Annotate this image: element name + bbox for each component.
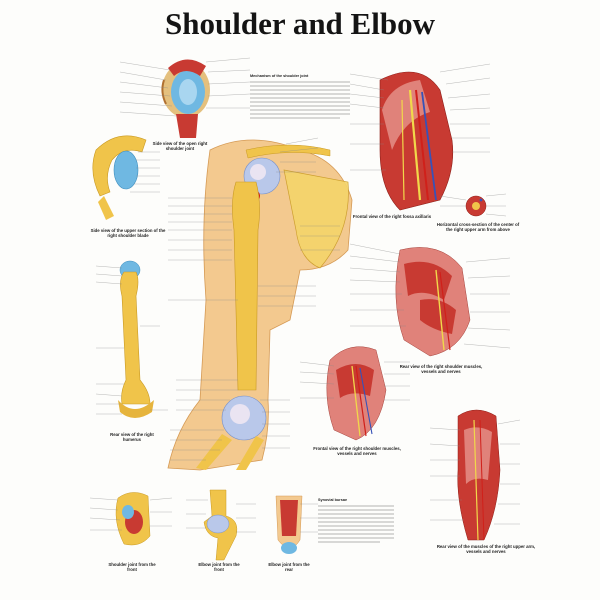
caption-frontal-shoulder-muscles: Frontal view of the right shoulder muscl… bbox=[313, 446, 401, 456]
cross-section-figure bbox=[439, 193, 507, 217]
main-arm-figure bbox=[167, 137, 353, 471]
caption-rear-humerus: Rear view of the right humerus bbox=[110, 432, 154, 442]
open-shoulder-joint-figure bbox=[119, 57, 251, 138]
scapula-side-figure bbox=[92, 135, 160, 220]
caption-side-view-upper-section: Side view of the upper section of the ri… bbox=[90, 228, 166, 238]
caption-elbow-joint-rear: Elbow joint from the rear bbox=[268, 562, 310, 572]
caption-rear-shoulder-muscles: Rear view of the right shoulder muscles,… bbox=[399, 364, 483, 374]
shoulder-joint-front-figure bbox=[89, 492, 173, 546]
caption-horizontal-cross-section: Horizontal cross-section of the center o… bbox=[436, 222, 520, 232]
synovial-text: Synovial bursae bbox=[318, 498, 398, 502]
elbow-joint-rear-figure bbox=[275, 495, 318, 554]
rear-upper-arm-muscles-figure bbox=[429, 409, 521, 541]
mechanism-text: Mechanism of the shoulder joint bbox=[250, 74, 350, 78]
humerus-rear-figure bbox=[95, 260, 168, 418]
mechanism-text-lines bbox=[250, 81, 350, 119]
caption-rear-upper-arm: Rear view of the muscles of the right up… bbox=[436, 544, 536, 554]
axilla-frontal-figure bbox=[349, 63, 491, 211]
elbow-joint-front-figure bbox=[186, 489, 256, 561]
caption-frontal-axilla: Frontal view of the right fossa axillari… bbox=[352, 214, 432, 219]
caption-shoulder-joint-front: Shoulder joint from the front bbox=[108, 562, 156, 572]
frontal-shoulder-muscles-figure bbox=[299, 346, 410, 441]
caption-elbow-joint-front: Elbow joint from the front bbox=[198, 562, 240, 572]
synovial-heading: Synovial bursae bbox=[318, 498, 348, 502]
mechanism-heading: Mechanism of the shoulder joint bbox=[250, 74, 309, 78]
rear-shoulder-muscles-figure bbox=[349, 243, 511, 357]
caption-side-view-joint: Side view of the open right shoulder joi… bbox=[152, 141, 208, 151]
synovial-text-lines bbox=[318, 505, 394, 543]
poster-title: Shoulder and Elbow bbox=[165, 6, 435, 41]
